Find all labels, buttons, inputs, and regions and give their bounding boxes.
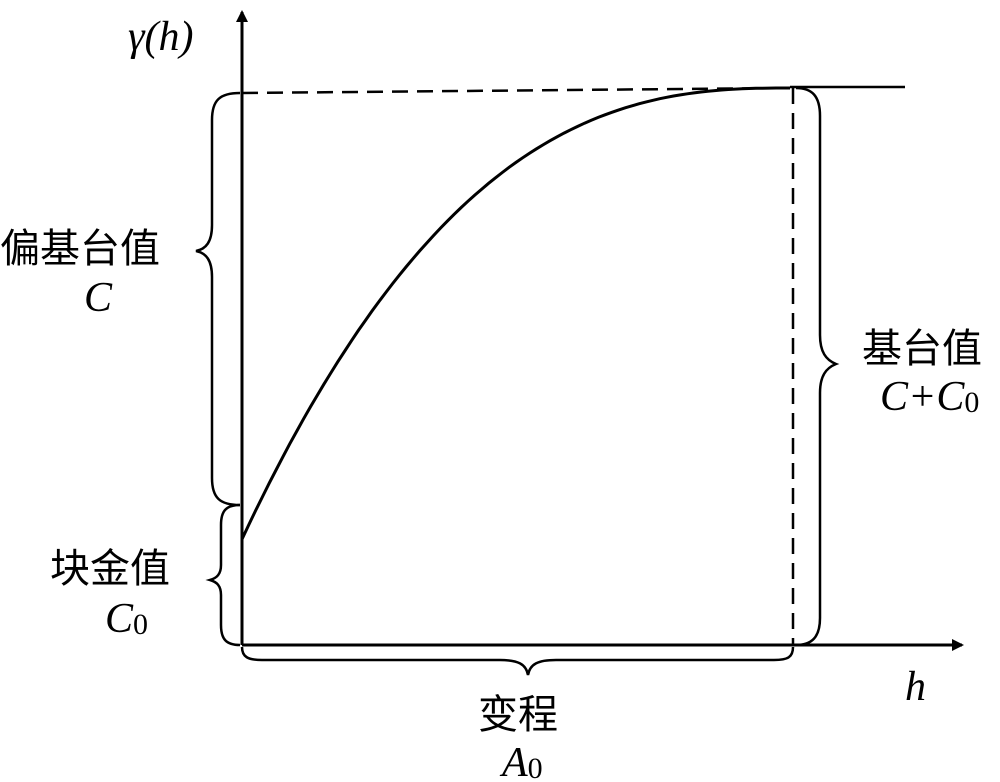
range-brace (240, 646, 795, 676)
nugget-symbol: C0 (105, 596, 148, 642)
partial-sill-symbol: C (84, 275, 113, 321)
partial-sill-label: 偏基台值 (0, 226, 160, 272)
range-label: 变程 (478, 692, 558, 738)
sill-brace (795, 86, 840, 647)
nugget-label: 块金值 (50, 546, 170, 592)
sill-label: 基台值 (862, 326, 982, 372)
sill-symbol: C+C0 (880, 374, 979, 420)
nugget-brace (205, 503, 241, 647)
sill-dashed-line (241, 86, 791, 95)
x-axis-label: h (905, 664, 926, 710)
range-symbol: A0 (499, 740, 543, 782)
partial-sill-brace (195, 91, 241, 507)
y-axis-label: γ(h) (128, 14, 194, 60)
semivariogram-curve (240, 86, 790, 540)
